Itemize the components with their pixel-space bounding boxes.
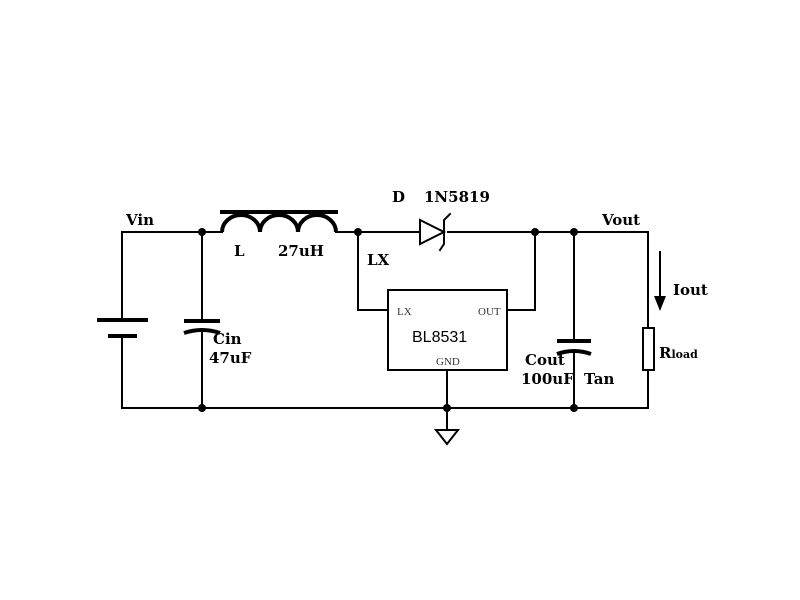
- iout-label: Iout: [673, 281, 708, 299]
- ic-name: BL8531: [412, 329, 467, 346]
- cout-capacitor: [556, 339, 592, 356]
- battery-symbol: [97, 318, 148, 338]
- ic-pin-lx: LX: [397, 306, 412, 318]
- junction-dot: [354, 228, 362, 236]
- ground-symbol: [433, 429, 461, 446]
- junction-dot: [570, 404, 578, 412]
- wires: [121, 231, 649, 431]
- vout-label: Vout: [601, 211, 640, 229]
- cout-value-label: 100uF: [521, 370, 574, 388]
- inductor-coil: [220, 210, 338, 233]
- junction-dot: [570, 228, 578, 236]
- schottky-diode: [419, 212, 452, 252]
- cin-capacitor: [183, 319, 221, 335]
- cout-type-label: Tan: [584, 370, 614, 388]
- junction-dot: [198, 228, 206, 236]
- ic-bl8531: LX OUT BL8531 GND: [387, 289, 508, 371]
- rload-sub-label: load: [671, 348, 698, 361]
- ic-body: [387, 289, 508, 371]
- inductor-ref-label: L: [234, 242, 245, 260]
- cin-value-label: 47uF: [209, 349, 252, 367]
- lx-node-label: LX: [367, 251, 390, 269]
- load-resistor: [642, 327, 655, 371]
- rload-label: Rload: [659, 344, 698, 362]
- diode-ref-label: D: [392, 188, 405, 206]
- junctions: [198, 228, 578, 412]
- component-labels: Vin Vout L 27uH LX D 1N5819 Cin 47uF Cou…: [125, 188, 708, 388]
- wire-lx-to-ic: [357, 231, 389, 311]
- cin-ref-label: Cin: [213, 330, 242, 348]
- rload-main-label: R: [659, 344, 672, 362]
- ic-pin-gnd: GND: [436, 356, 460, 368]
- junction-dot: [198, 404, 206, 412]
- cout-ref-label: Cout: [525, 351, 565, 369]
- junction-dot: [443, 404, 451, 412]
- junction-dot: [531, 228, 539, 236]
- ic-pin-out: OUT: [478, 306, 501, 318]
- inductor-value-label: 27uH: [278, 242, 324, 260]
- vin-label: Vin: [125, 211, 154, 229]
- diode-part-label: 1N5819: [424, 188, 490, 206]
- iout-arrow: [654, 251, 666, 311]
- wire-out-to-rail: [506, 231, 536, 311]
